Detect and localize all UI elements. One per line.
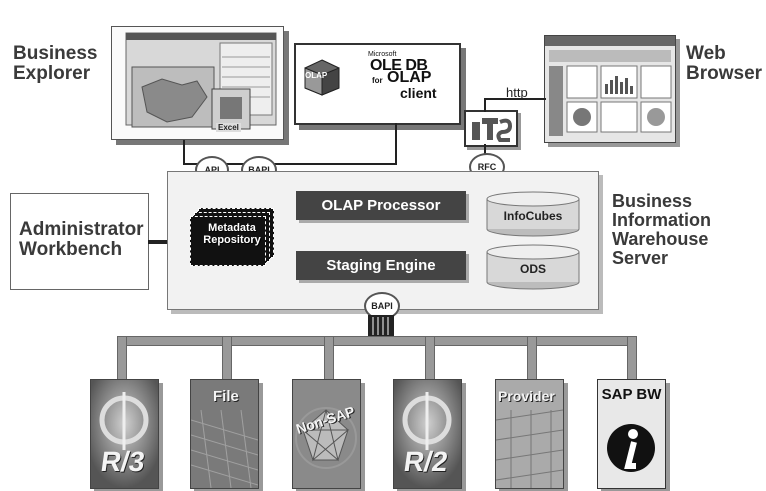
ods-label: ODS: [519, 262, 546, 276]
explorer-screenshot-graphic: [125, 32, 277, 130]
microsoft-label: Microsoft: [368, 51, 397, 58]
metadata-repository-label: Metadata Repository: [203, 222, 261, 247]
file-label: File: [213, 388, 239, 405]
metadata-sheet-front: [190, 216, 266, 266]
admin-connector: [148, 240, 168, 244]
olap-cube-icon: [304, 59, 340, 96]
ods-cylinder: ODS: [485, 244, 581, 290]
bus-drop-5: [527, 336, 537, 382]
olap-label: OLAP: [387, 69, 432, 86]
admin-workbench-label: Administrator Workbench: [19, 219, 144, 260]
sap-bw-icon: SAP BW: [597, 379, 666, 489]
http-connector-h: [484, 98, 546, 100]
sap-bw-logo: [607, 424, 655, 472]
ods-cylinder-shape: [486, 244, 580, 290]
web-browser-label: Web Browser: [686, 43, 763, 84]
web-browser-screenshot-graphic: [545, 36, 675, 136]
file-icon: File: [190, 379, 259, 489]
explorer-connector-h: [183, 163, 396, 165]
http-connector-v: [484, 98, 486, 112]
oledb-olap-client-box: OLAP Microsoft OLE DB for OLAP client: [294, 43, 461, 125]
metadata-repository: Metadata Repository: [190, 208, 274, 266]
infocubes-cylinder-shape: [486, 191, 580, 237]
staging-engine: Staging Engine: [296, 251, 466, 280]
olap-processor: OLAP Processor: [296, 191, 466, 220]
r3-icon: R/3: [90, 379, 159, 489]
business-explorer-screenshot: Excel: [111, 26, 284, 140]
bus-drop-1: [117, 336, 127, 382]
biw-server-box: Metadata Repository OLAP Processor Stagi…: [167, 171, 599, 310]
http-label: http: [506, 85, 528, 100]
bus-drop-6: [627, 336, 637, 382]
for-label: for: [372, 76, 383, 85]
oledb-connector-v: [395, 123, 397, 165]
bus-drop-4: [425, 336, 435, 382]
rfc-connector-v: [484, 144, 486, 154]
olap-logo-text: OLAP: [305, 71, 328, 80]
bapi-bottom-plug: [368, 315, 394, 337]
web-browser-screenshot: [544, 35, 676, 143]
excel-label: Excel: [216, 123, 241, 132]
client-label: client: [400, 85, 437, 101]
its-server-icon: [464, 110, 518, 147]
sap-bw-label: SAP BW: [601, 386, 662, 403]
its-icon: [472, 118, 513, 142]
non-sap-icon: Non-SAP: [292, 379, 361, 489]
infocubes-label: InfoCubes: [503, 209, 563, 223]
provider-label: Provider: [498, 388, 555, 404]
explorer-connector-left-v: [183, 140, 185, 165]
infocubes-cylinder: InfoCubes: [485, 191, 581, 237]
bus-horizontal: [117, 336, 637, 346]
r3-label: R/3: [98, 446, 147, 477]
biw-server-label: Business Information Warehouse Server: [612, 191, 711, 268]
bus-drop-3: [324, 336, 334, 382]
ole-db-label: OLE DB: [370, 57, 428, 74]
admin-workbench-box: Administrator Workbench: [10, 193, 149, 290]
r2-icon: R/2: [393, 379, 462, 489]
provider-icon: Provider: [495, 379, 564, 489]
bus-drop-2: [222, 336, 232, 382]
business-explorer-label: Business Explorer: [13, 43, 98, 84]
r2-label: R/2: [401, 446, 450, 477]
